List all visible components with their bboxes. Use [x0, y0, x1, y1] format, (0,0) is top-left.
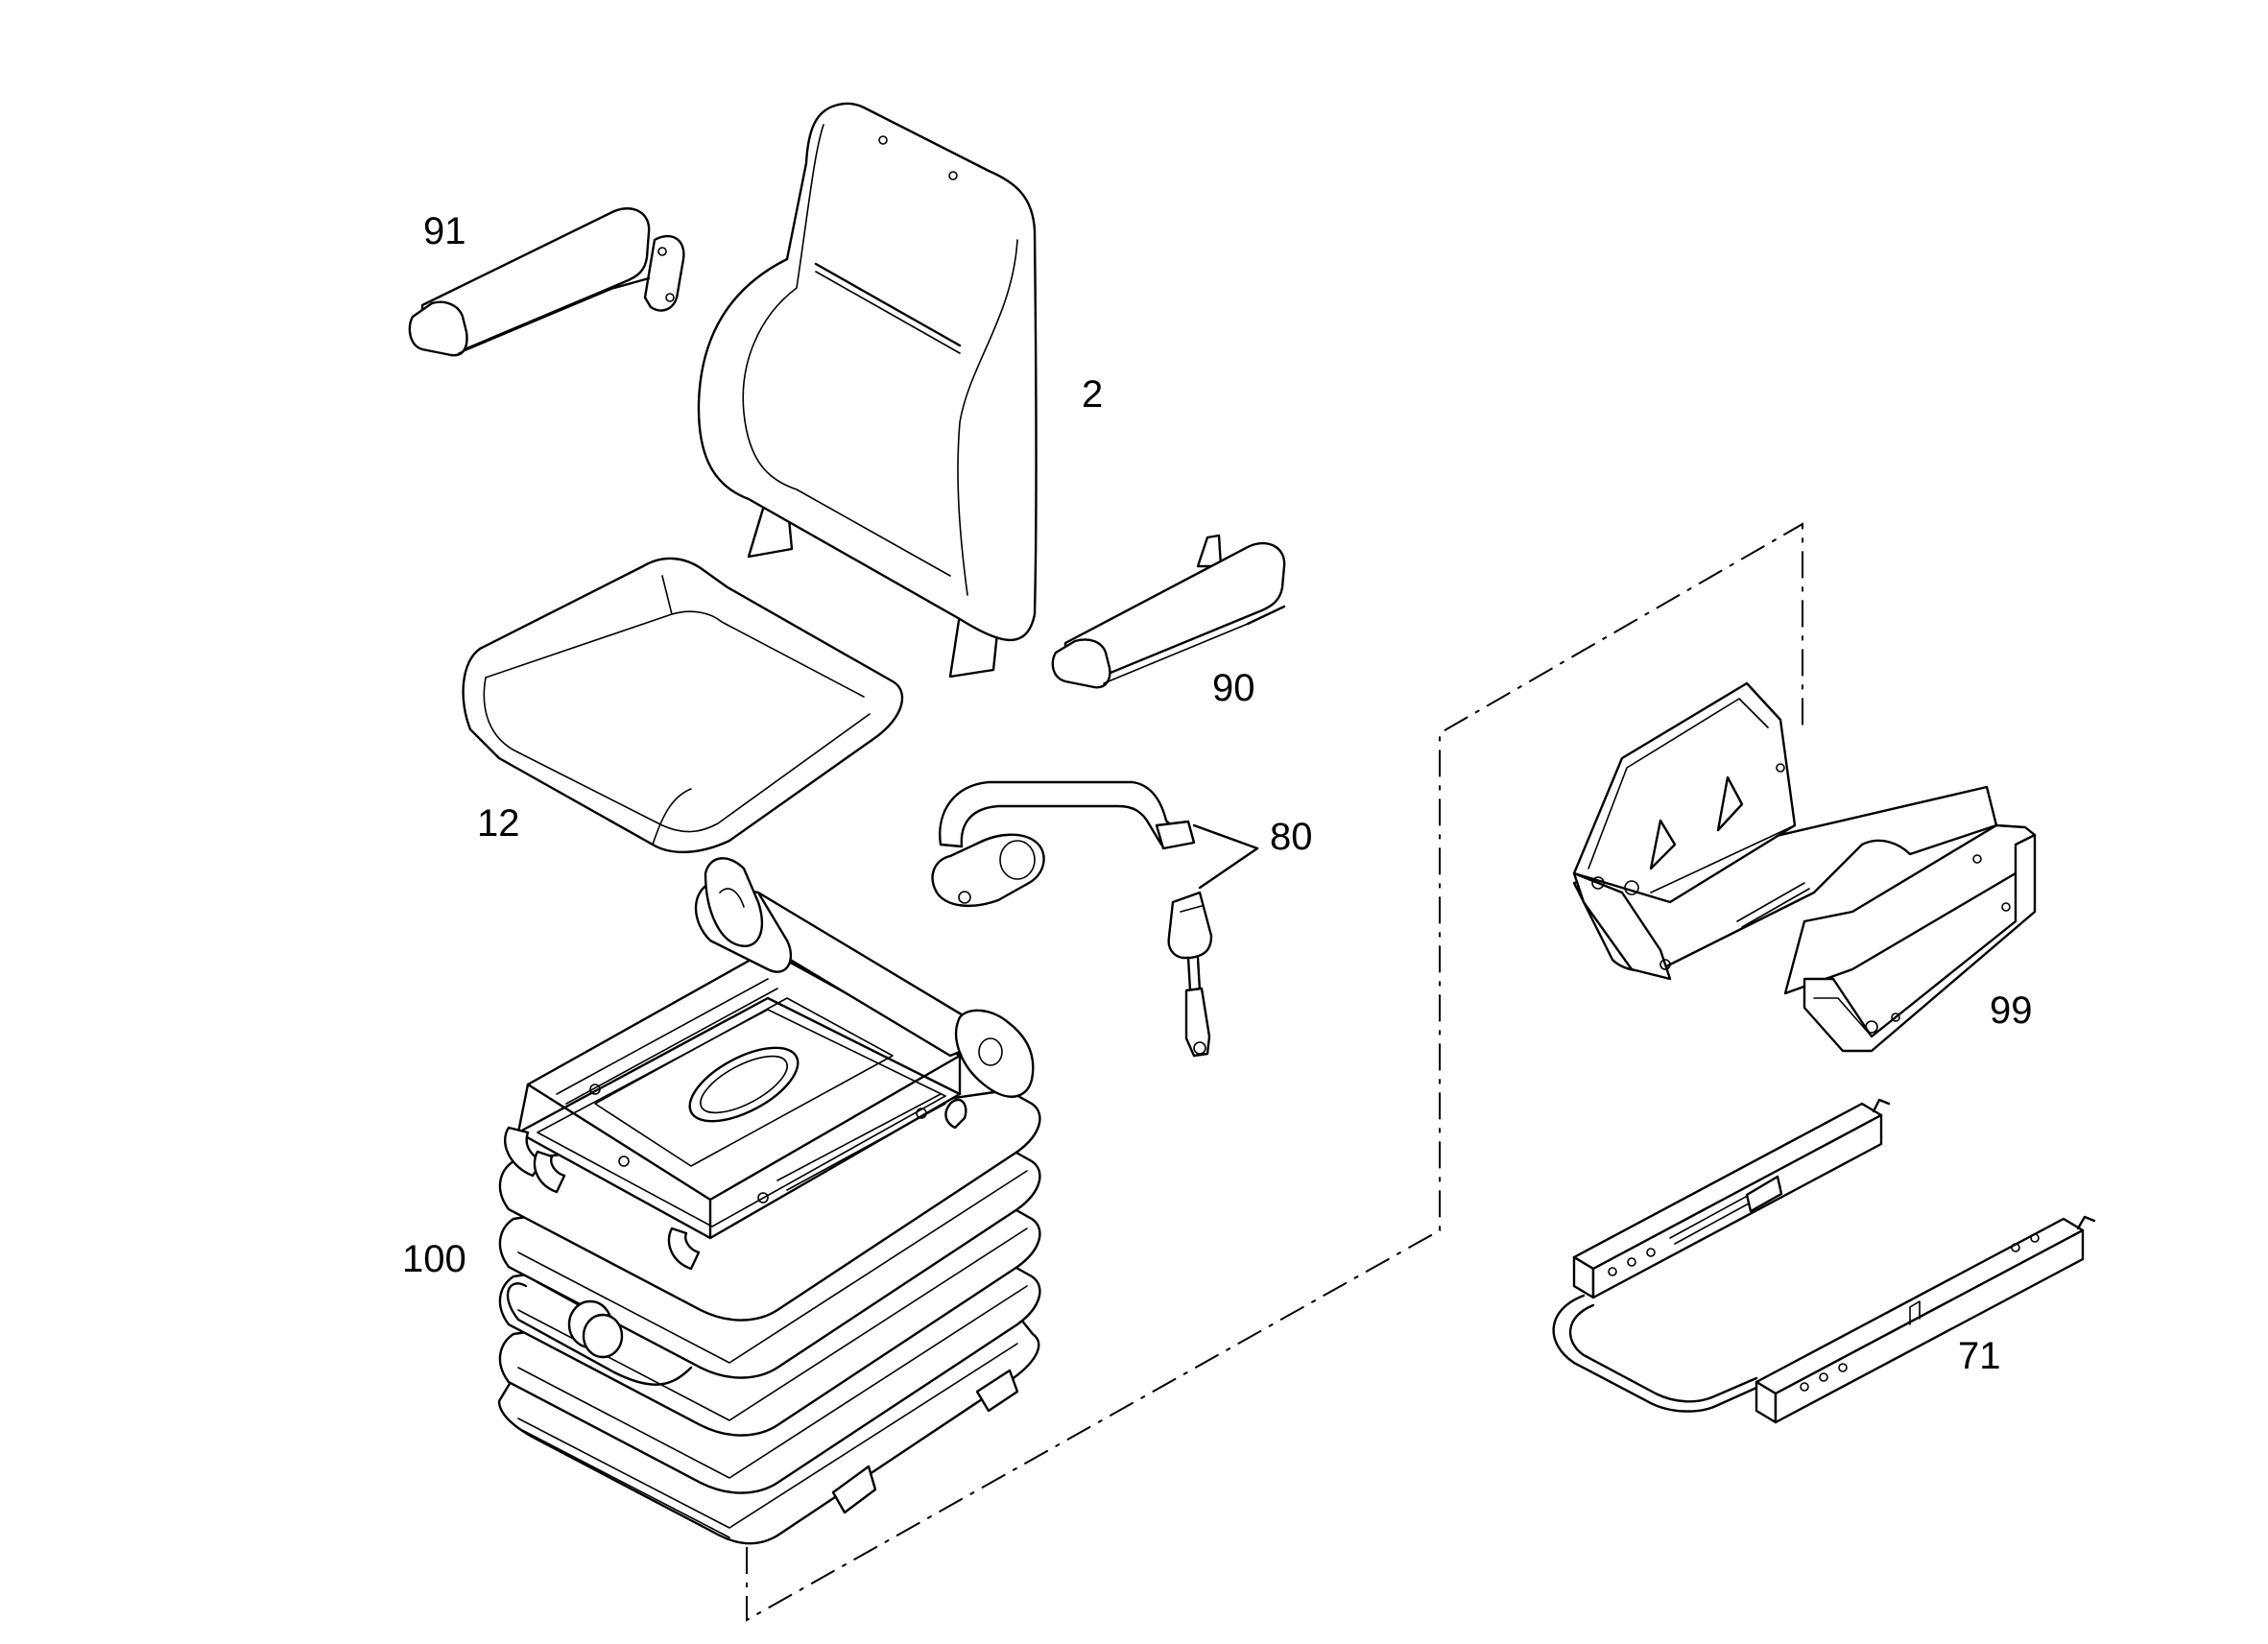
- part-80-seatbelt[interactable]: [931, 780, 1259, 1058]
- callout-12: 12: [477, 802, 520, 845]
- callout-2: 2: [1082, 373, 1104, 416]
- callout-100: 100: [402, 1238, 466, 1280]
- part-99-console[interactable]: [1572, 681, 2037, 1053]
- callout-80: 80: [1270, 816, 1313, 858]
- part-90-armrest[interactable]: [1051, 534, 1286, 689]
- part-100-suspension[interactable]: [497, 857, 1041, 1545]
- callout-71: 71: [1958, 1335, 2001, 1377]
- callout-91: 91: [423, 210, 466, 252]
- callout-99: 99: [1990, 989, 2033, 1032]
- grouping-line: [746, 522, 1803, 1622]
- part-71-rails[interactable]: [1552, 1098, 2096, 1424]
- callout-90: 90: [1212, 667, 1255, 709]
- part-2-backrest[interactable]: [697, 102, 1038, 679]
- part-91-armrest[interactable]: [408, 207, 685, 357]
- part-12-cushion[interactable]: [462, 557, 904, 854]
